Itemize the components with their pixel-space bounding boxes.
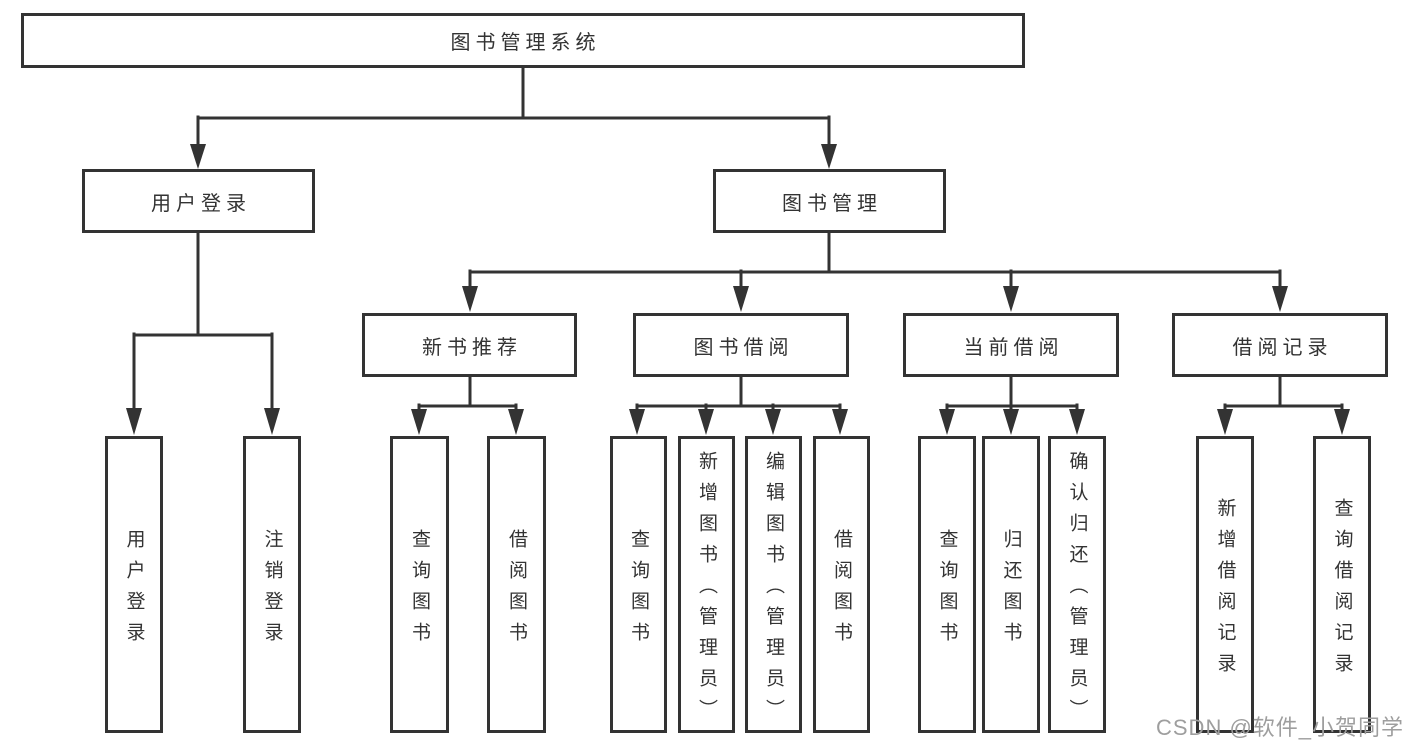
connector-root-to-level2: [190, 66, 837, 169]
node-leaf-edit-book-admin: 编辑图书（管理员）: [745, 436, 802, 733]
node-label: 确认归还（管理员）: [1066, 451, 1088, 730]
connector-user-login-children: [126, 231, 280, 435]
node-label: 借阅图书: [831, 528, 852, 653]
node-label: 归还图书: [1000, 528, 1022, 653]
connector-borrow-records-children: [1217, 375, 1350, 435]
node-leaf-logout: 注销登录: [243, 436, 301, 733]
node-label: 用户登录: [151, 192, 251, 215]
node-leaf-confirm-return-admin: 确认归还（管理员）: [1048, 436, 1106, 733]
node-leaf-query-books-1: 查询图书: [390, 436, 449, 733]
connector-current-borrowing-children: [939, 375, 1085, 435]
node-label: 新增借阅记录: [1214, 497, 1236, 684]
connector-book-borrowing-children: [629, 375, 848, 435]
node-label: 注销登录: [261, 528, 283, 653]
node-label: 查询图书: [409, 528, 430, 653]
node-user-login: 用户登录: [82, 169, 315, 233]
node-label: 新增图书（管理员）: [696, 451, 717, 730]
node-label: 当前借阅: [963, 336, 1064, 359]
node-label: 图书管理: [782, 192, 882, 215]
node-leaf-query-books-3: 查询图书: [918, 436, 976, 733]
node-current-borrowing: 当前借阅: [903, 313, 1119, 377]
node-leaf-borrow-books-2: 借阅图书: [813, 436, 870, 733]
node-new-book-recommend: 新书推荐: [362, 313, 577, 377]
node-label: 查询图书: [936, 528, 958, 653]
csdn-watermark: CSDN @软件_小贺同学: [1156, 715, 1405, 740]
node-leaf-return-books: 归还图书: [982, 436, 1040, 733]
connector-new-book-children: [411, 375, 524, 435]
node-book-management: 图书管理: [713, 169, 946, 233]
node-label: 借阅图书: [506, 528, 527, 653]
node-label: 查询借阅记录: [1331, 497, 1353, 684]
node-borrow-records: 借阅记录: [1172, 313, 1388, 377]
connector-book-management-sections: [462, 231, 1288, 312]
node-leaf-query-books-2: 查询图书: [610, 436, 667, 733]
node-leaf-add-borrow-record: 新增借阅记录: [1196, 436, 1254, 733]
node-library-management-system: 图书管理系统: [21, 13, 1025, 68]
node-label: 借阅记录: [1232, 336, 1333, 359]
node-leaf-user-login: 用户登录: [105, 436, 163, 733]
node-label: 用户登录: [123, 528, 145, 653]
node-leaf-borrow-books-1: 借阅图书: [487, 436, 546, 733]
node-label: 查询图书: [628, 528, 649, 653]
node-label: 图书管理系统: [450, 32, 601, 54]
node-label: 新书推荐: [422, 336, 522, 359]
node-leaf-add-book-admin: 新增图书（管理员）: [678, 436, 735, 733]
node-book-borrowing: 图书借阅: [633, 313, 849, 377]
node-label: 编辑图书（管理员）: [763, 451, 784, 730]
node-label: 图书借阅: [693, 336, 794, 359]
node-leaf-query-borrow-record: 查询借阅记录: [1313, 436, 1371, 733]
